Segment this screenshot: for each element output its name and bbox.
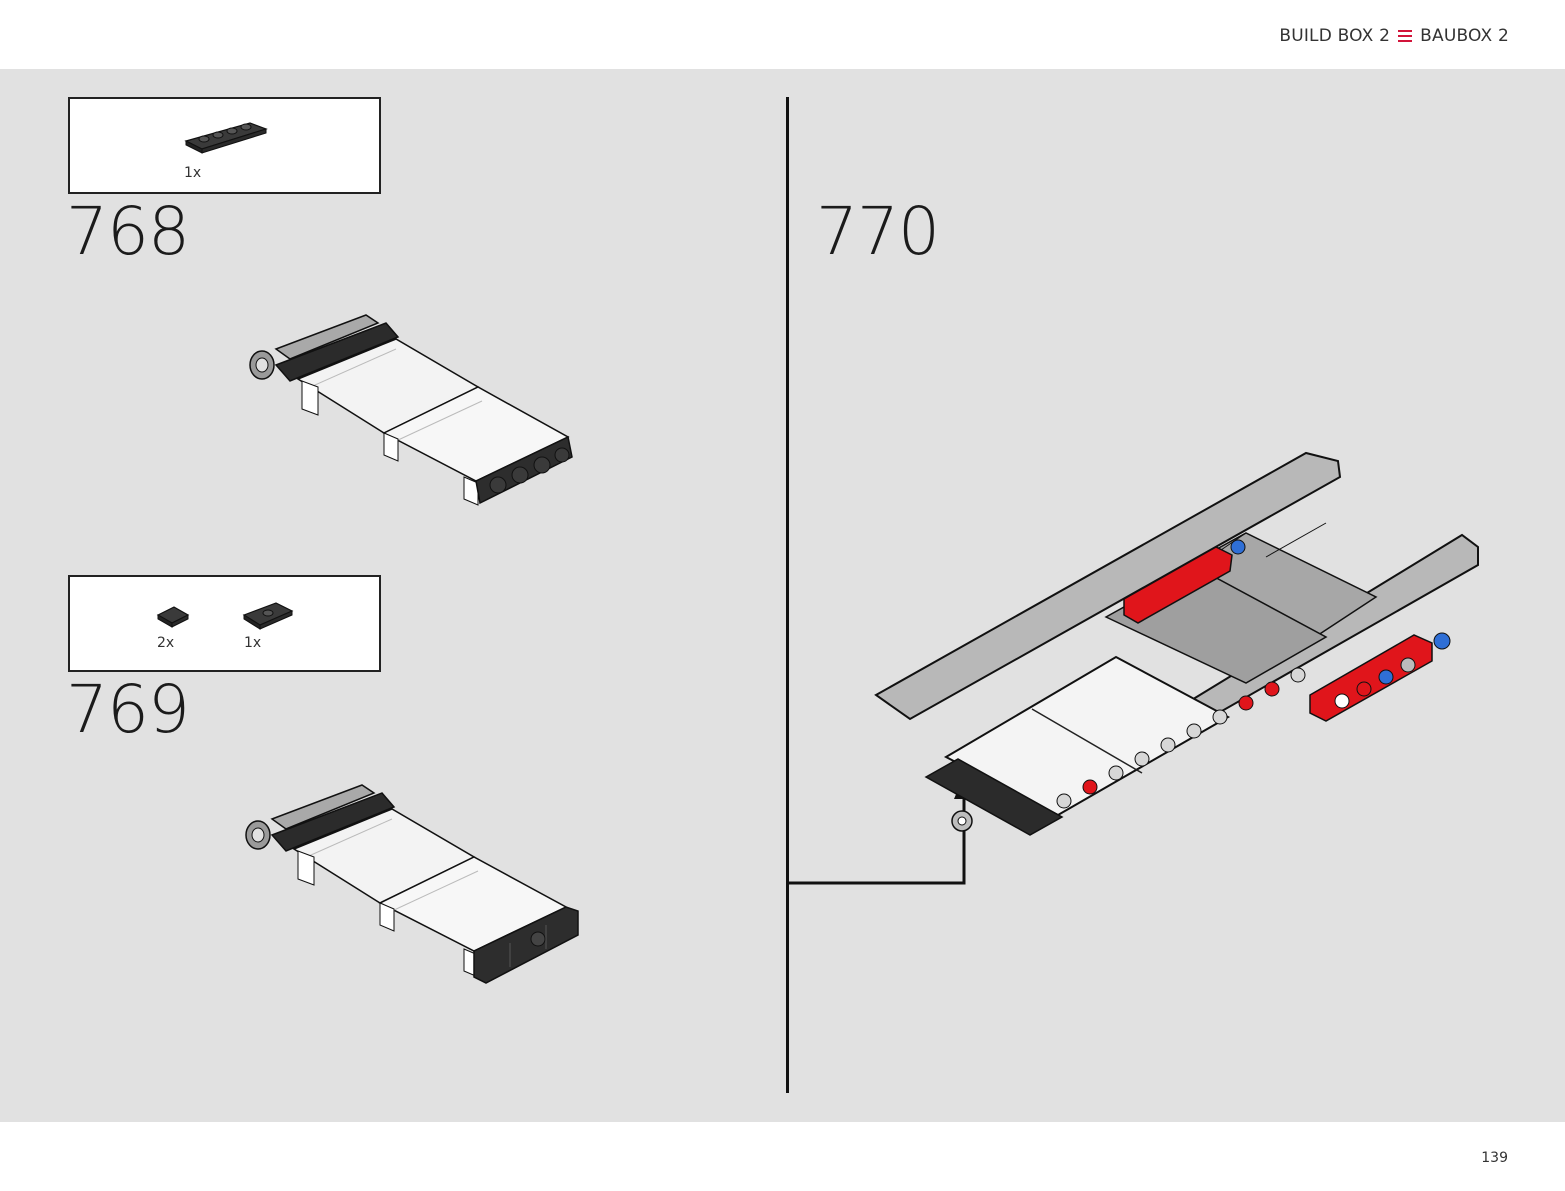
step-number-770: 770 [816,193,940,270]
part-qty: 1x [244,635,262,651]
parts-callout-769: 2x 1x [68,575,381,672]
step-769-assembly-illustration [245,784,579,984]
step-768-assembly-illustration [249,314,573,506]
build-box-label: BUILD BOX 2 [1279,26,1391,46]
page-number: 139 [1481,1150,1508,1166]
black-tile-2x2-icon [156,606,190,628]
baubox-label: BAUBOX 2 [1420,26,1509,46]
instruction-area: 1x 768 2x [0,69,1565,1122]
black-plate-1x4-icon [184,122,268,154]
build-box-title: BUILD BOX 2 BAUBOX 2 [1279,26,1509,46]
page-footer: 139 [0,1122,1565,1191]
step-number-768: 768 [66,193,190,270]
step-number-769: 769 [66,671,190,748]
black-jumper-plate-icon [242,602,294,630]
step-770-assembly-illustration [874,451,1479,836]
part-qty: 2x [157,635,175,651]
part-qty: 1x [184,165,202,181]
page-header: BUILD BOX 2 BAUBOX 2 [0,0,1565,69]
column-divider [786,97,789,1093]
hamburger-menu-icon [1398,30,1413,42]
parts-callout-768: 1x [68,97,381,194]
